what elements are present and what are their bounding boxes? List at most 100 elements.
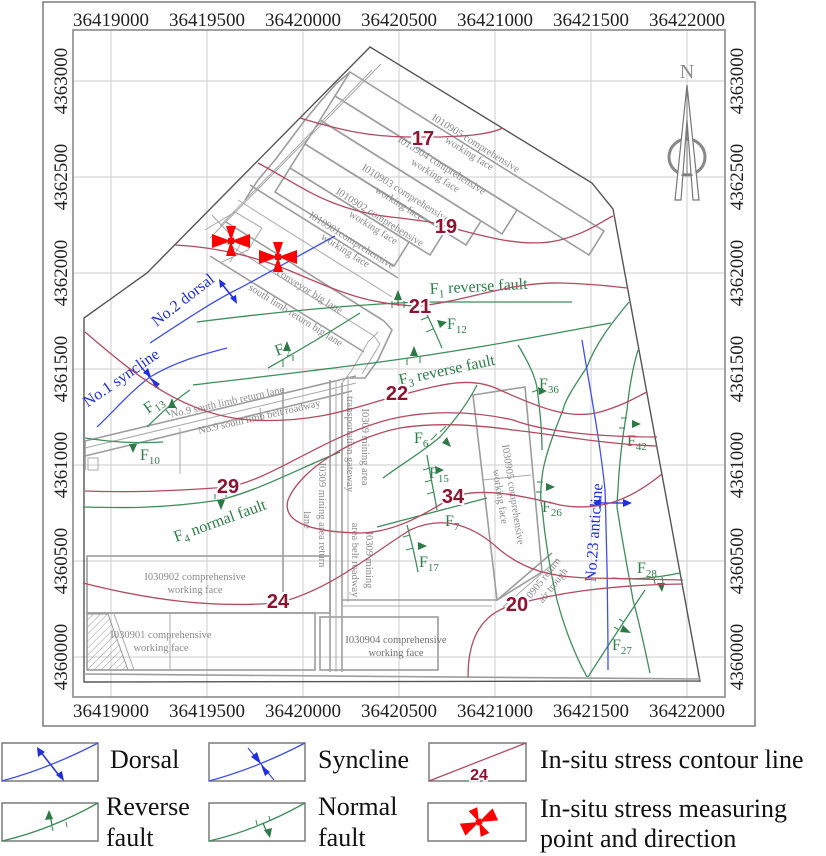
roadway-label: I0309 mining area xyxy=(359,409,370,486)
fold-axes: No.2 dorsal No.1 syncline No.23 anticlin… xyxy=(80,235,632,671)
fault-f2-line xyxy=(267,312,361,369)
fault-f15-line xyxy=(426,454,438,511)
outer-frame xyxy=(42,1,756,727)
legend-item-dorsal: Dorsal xyxy=(1,742,179,782)
working-face-name: I030901 comprehensive xyxy=(110,630,212,641)
fault-f1-line xyxy=(196,301,572,323)
legend-item-syncline: Syncline xyxy=(208,742,409,782)
faults xyxy=(82,290,681,678)
y-tick-label: 4362000 xyxy=(51,240,72,307)
contour-value: 24 xyxy=(267,591,290,613)
x-tick-label: 36420500 xyxy=(361,701,437,722)
fault-label-f36: F36 xyxy=(539,376,559,396)
contour-22 xyxy=(84,331,648,422)
roadway-label: transportation gateway xyxy=(344,396,355,493)
mine-workings xyxy=(83,63,701,680)
fault-label-f13: F13 xyxy=(141,392,169,420)
legend-item-reverse-fault: Reverse fault xyxy=(1,792,190,852)
fault-label-f10: F10 xyxy=(140,447,160,467)
legend: Dorsal Syncline 24 In-situ stress contou… xyxy=(1,742,804,853)
no23-anticline-axis xyxy=(581,339,609,671)
x-axis-top: 36419000 36419500 36420000 36420500 3642… xyxy=(73,10,725,31)
y-axis-right: 4363000 4362500 4362000 4361500 4361000 … xyxy=(727,48,748,691)
legend-label: Normal xyxy=(318,792,397,821)
legend-label: point and direction xyxy=(540,824,736,853)
label-i030904: I030904 comprehensive working face xyxy=(345,635,447,659)
x-tick-label: 36419500 xyxy=(169,701,245,722)
x-tick-label: 36420500 xyxy=(361,10,437,31)
y-tick-label: 4360500 xyxy=(51,528,72,595)
return-air-trough-outline xyxy=(496,552,553,601)
y-tick-label: 4362500 xyxy=(51,144,72,211)
fault-label-f26: F26 xyxy=(542,499,562,519)
label-i030902: I030902 comprehensive working face xyxy=(144,572,246,596)
x-tick-label: 36419000 xyxy=(73,701,149,722)
legend-contour-sample: 24 xyxy=(470,767,488,784)
no9-belt-roadway-outline xyxy=(84,390,353,457)
legend-label: Syncline xyxy=(318,745,409,774)
y-tick-label: 4360000 xyxy=(727,624,748,691)
working-face-i010905-outline xyxy=(333,70,606,257)
compass-north-label: N xyxy=(680,61,694,83)
no2-dorsal-axis xyxy=(149,235,336,344)
x-tick-label: 36420000 xyxy=(265,701,341,722)
working-face-i010902-outline xyxy=(288,142,447,257)
legend-label: Reverse xyxy=(106,792,190,821)
mine-field-boundary xyxy=(83,46,701,683)
y-tick-label: 4361000 xyxy=(727,432,748,499)
roadway-label: I0309 mining area return xyxy=(316,463,327,568)
contour-value: 17 xyxy=(412,128,434,150)
fault-f6-line xyxy=(382,384,478,479)
x-tick-label: 36420000 xyxy=(265,10,341,31)
fault-label-f28: F28 xyxy=(637,560,657,580)
x-tick-label: 36422000 xyxy=(649,10,725,31)
legend-label: In-situ stress contour line xyxy=(540,745,804,774)
y-tick-label: 4361500 xyxy=(51,336,72,403)
conveyor-big-lane-outline xyxy=(249,184,399,279)
y-tick-label: 4363000 xyxy=(51,48,72,115)
y-tick-label: 4363000 xyxy=(727,48,748,115)
plot-frame xyxy=(72,29,726,698)
contour-29 xyxy=(84,412,658,493)
y-tick-label: 4362500 xyxy=(727,144,748,211)
working-face-type: working face xyxy=(167,585,222,596)
contour-value: 34 xyxy=(442,486,465,508)
fault-f36-line xyxy=(517,344,543,451)
north-arrow-icon: N xyxy=(667,61,707,201)
legend-item-stress-point: In-situ stress measuring point and direc… xyxy=(427,794,787,853)
fault-label-f27: F27 xyxy=(612,637,632,657)
y-tick-label: 4361500 xyxy=(727,336,748,403)
grid xyxy=(73,30,725,697)
x-tick-label: 36422000 xyxy=(649,701,725,722)
legend-item-normal-fault: Normal fault xyxy=(208,792,397,852)
fault-f3-line xyxy=(192,322,612,386)
x-tick-label: 36421500 xyxy=(553,10,629,31)
contour-34 xyxy=(286,424,663,534)
fault-f13-line xyxy=(146,389,191,428)
x-tick-label: 36421000 xyxy=(457,10,533,31)
x-tick-label: 36419000 xyxy=(73,10,149,31)
hatched-zone xyxy=(86,613,129,671)
x-tick-label: 36421500 xyxy=(553,701,629,722)
working-face-type: working face xyxy=(133,643,188,654)
working-face-name: I030902 comprehensive xyxy=(144,572,246,583)
y-tick-label: 4360000 xyxy=(51,624,72,691)
contour-24 xyxy=(82,522,684,606)
fault-f7-line xyxy=(376,497,488,528)
y-tick-label: 4362000 xyxy=(727,240,748,307)
stress-contours: 17 19 21 22 29 34 24 20 xyxy=(82,117,684,678)
fault-label-f6: F6 xyxy=(414,430,429,450)
no23-anticline-label: No.23 anticline xyxy=(583,483,607,583)
roadway-label: I0309 mining xyxy=(363,532,374,590)
fault-label-f7: F7 xyxy=(445,513,460,533)
legend-label: fault xyxy=(106,823,154,852)
fault-label-f15: F15 xyxy=(429,465,449,485)
y-tick-label: 4360500 xyxy=(727,528,748,595)
x-tick-label: 36421000 xyxy=(457,701,533,722)
fault-f12-line xyxy=(422,306,443,349)
working-face-type: working face xyxy=(368,648,423,659)
contour-value: 19 xyxy=(435,216,457,238)
contour-17 xyxy=(299,117,504,138)
